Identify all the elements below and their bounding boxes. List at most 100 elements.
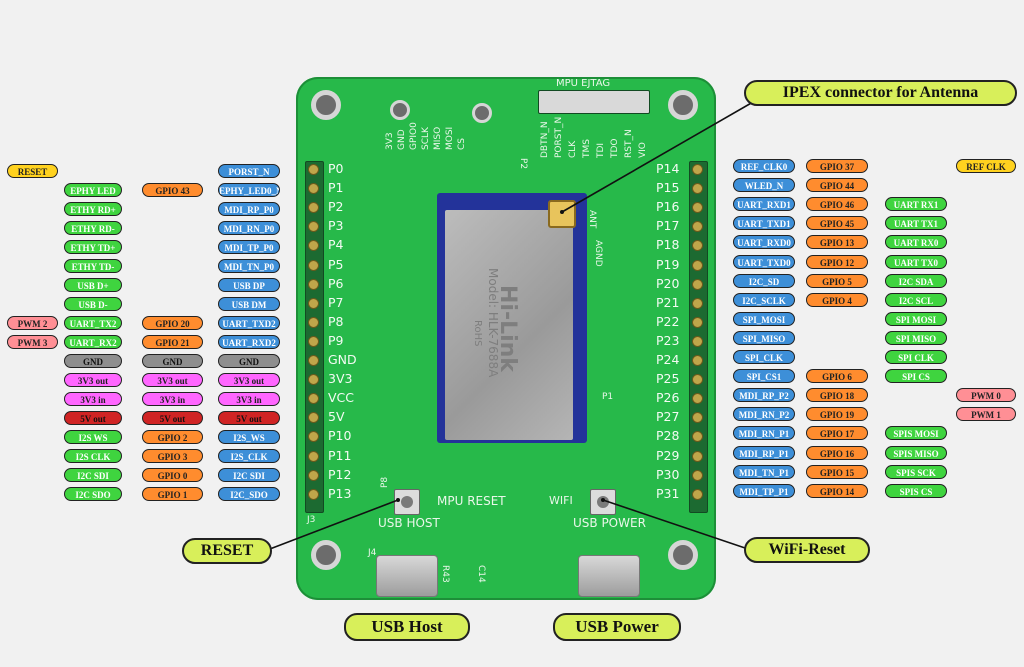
pin-label-mdi-rn-p2: MDI_RN_P2	[733, 407, 795, 422]
pin-label-mdi-rp-p2: MDI_RP_P2	[733, 388, 795, 403]
pin-label-pwm-3: PWM 3	[7, 335, 58, 349]
header-pad	[308, 202, 319, 214]
mpu-reset-button[interactable]	[394, 489, 420, 515]
header-pin-p1: P1	[328, 180, 344, 196]
mounting-hole-top-right	[668, 90, 698, 120]
header-pad	[308, 488, 319, 500]
pin-label-gpio-18: GPIO 18	[806, 388, 868, 403]
pin-label-gpio-15: GPIO 15	[806, 464, 868, 479]
pin-label-usb-dm: USB DM	[218, 297, 280, 311]
pin-label-usb-d-: USB D+	[64, 278, 122, 292]
pin-label-gpio-0: GPIO 0	[142, 468, 203, 482]
header-pad	[692, 335, 703, 347]
header-pad	[308, 221, 319, 233]
pin-label-gpio-21: GPIO 21	[142, 335, 203, 349]
pin-label-3v3-in: 3V3 in	[142, 392, 203, 406]
header-pin-p18: P18	[656, 237, 680, 253]
header-pin-p5: P5	[328, 256, 344, 272]
pin-label-uart-txd2: UART_TXD2	[218, 316, 280, 330]
pin-label-ethy-rd-: ETHY RD-	[64, 221, 122, 235]
ejtag-pin-cs: CS	[457, 138, 467, 150]
pin-label-gpio-45: GPIO 45	[806, 216, 868, 231]
pin-label-spis-sck: SPIS SCK	[885, 464, 947, 479]
header-pad	[308, 335, 319, 347]
pin-label-i2s-ws: I2S WS	[64, 430, 122, 444]
pin-label-spi-clk: SPI_CLK	[733, 350, 795, 364]
pin-label-uart-txd1: UART_TXD1	[733, 216, 795, 231]
header-pin-p29: P29	[656, 447, 680, 463]
usb-host-silk: USB HOST	[378, 516, 440, 530]
header-pin-p11: P11	[328, 447, 352, 463]
header-pad	[692, 297, 703, 309]
ejtag-pin-gnd: GND	[397, 129, 407, 150]
header-pin-p30: P30	[656, 466, 680, 482]
header-pad	[308, 316, 319, 328]
pin-label-3v3-out: 3V3 out	[64, 373, 122, 387]
wifi-reset-callout: WiFi-Reset	[744, 537, 870, 563]
ipex-connector	[548, 200, 576, 228]
pin-label-gnd: GND	[218, 354, 280, 368]
header-pad	[692, 278, 703, 290]
rf-shield	[445, 210, 573, 440]
pin-label-i2c-scl: I2C SCL	[885, 292, 947, 307]
pin-label-gpio-17: GPIO 17	[806, 426, 868, 441]
mpu-reset-label: MPU RESET	[437, 494, 506, 508]
pin-label-mdi-tp-p0: MDI_TP_P0	[218, 240, 280, 254]
p2-label: P2	[518, 158, 528, 170]
via-hole	[472, 103, 492, 123]
pin-label-i2c-sdo: I2C_SDO	[218, 487, 280, 501]
module-model: Model: HLK-7688A	[486, 268, 500, 378]
header-pad	[308, 393, 319, 405]
header-pin-p4: P4	[328, 237, 344, 253]
pin-label-mdi-tn-p0: MDI_TN_P0	[218, 259, 280, 273]
j4-label: J4	[368, 548, 377, 558]
pin-label-ephy-led0-n: EPHY_LED0_N	[218, 183, 280, 197]
pin-label-gpio-44: GPIO 44	[806, 178, 868, 193]
header-pad	[692, 259, 703, 271]
pin-label-spi-cs: SPI CS	[885, 369, 947, 384]
ejtag-pin-rst-n: RST_N	[624, 129, 634, 158]
ejtag-pin-sclk: SCLK	[421, 127, 431, 150]
pin-label-gpio-43: GPIO 43	[142, 183, 203, 197]
pin-label-gpio-2: GPIO 2	[142, 430, 203, 444]
pin-label-i2c-sda: I2C SDA	[885, 273, 947, 288]
header-pin-p15: P15	[656, 180, 680, 196]
pin-label-i2s-ws: I2S_WS	[218, 430, 280, 444]
pin-label-uart-tx1: UART TX1	[885, 216, 947, 231]
wifi-reset-button[interactable]	[590, 489, 616, 515]
pin-label-spi-mosi: SPI_MOSI	[733, 311, 795, 326]
j3-label: J3	[307, 515, 316, 525]
pin-label-mdi-tn-p1: MDI_TN_P1	[733, 464, 795, 479]
header-pad	[308, 297, 319, 309]
header-pad	[308, 374, 319, 386]
header-pin-p16: P16	[656, 199, 680, 215]
ejtag-pin-3v3: 3V3	[385, 132, 395, 150]
pin-label-gpio-1: GPIO 1	[142, 487, 203, 501]
header-pin-p22: P22	[656, 313, 680, 329]
header-pin-p31: P31	[656, 485, 680, 501]
pin-label-gpio-46: GPIO 46	[806, 197, 868, 212]
mounting-hole-bottom-left	[311, 540, 341, 570]
pin-label-gpio-4: GPIO 4	[806, 292, 868, 307]
header-pad	[692, 164, 703, 175]
pin-label-ethy-td-: ETHY TD-	[64, 259, 122, 273]
pin-label-mdi-rp-p1: MDI_RP_P1	[733, 445, 795, 460]
usb-host-port	[376, 555, 438, 597]
header-pad	[308, 412, 319, 424]
ejtag-pin-porst-n: PORST_N	[554, 116, 564, 158]
header-pad	[308, 355, 319, 366]
pin-label-spi-cs1: SPI_CS1	[733, 369, 795, 384]
ejtag-pin-clk: CLK	[568, 140, 578, 158]
pin-label-gpio-5: GPIO 5	[806, 273, 868, 288]
pin-label-spi-clk: SPI CLK	[885, 350, 947, 364]
p8-label: P8	[380, 476, 390, 488]
pin-label-spi-miso: SPI MISO	[885, 330, 947, 345]
ejtag-pin-mosi: MOSI	[445, 126, 455, 150]
r43-label: R43	[440, 565, 450, 583]
header-pin-vcc: VCC	[328, 390, 355, 406]
header-pin-p27: P27	[656, 409, 680, 425]
header-pin-p25: P25	[656, 371, 680, 387]
pin-label-gpio-37: GPIO 37	[806, 159, 868, 173]
header-pad	[692, 221, 703, 233]
